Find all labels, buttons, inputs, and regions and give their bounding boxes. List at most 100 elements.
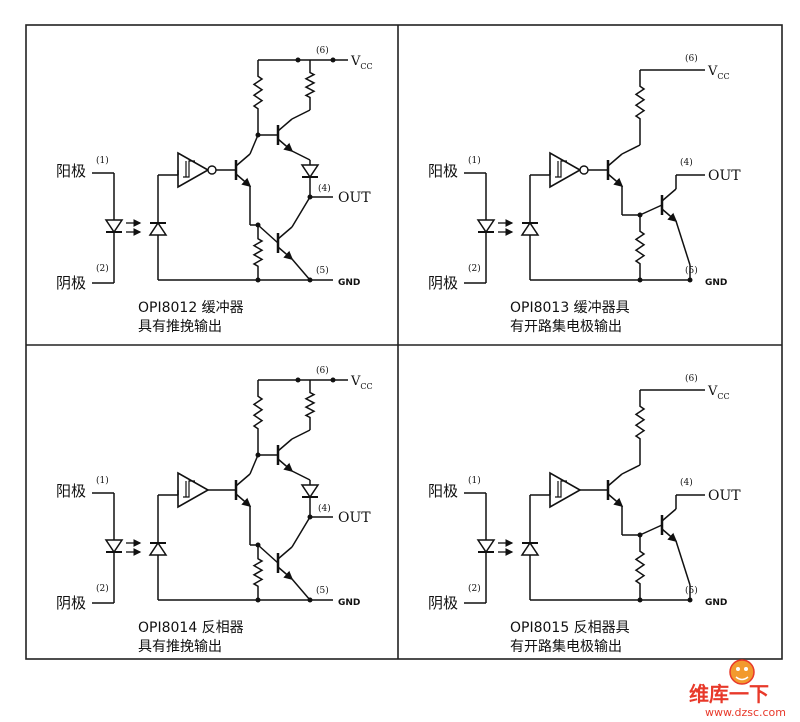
wire	[639, 524, 663, 536]
caption-description: 有开路集电极输出	[510, 318, 622, 335]
led-emitter-icon	[104, 539, 124, 554]
pin-1-label: (1)	[96, 475, 109, 486]
led-emitter-icon	[476, 219, 496, 234]
wire	[291, 578, 311, 601]
caption-model: OPI8012 缓冲器	[138, 300, 244, 316]
wire	[639, 204, 663, 216]
photodiode-icon	[520, 221, 540, 236]
output-diode	[300, 484, 320, 499]
wire	[291, 470, 311, 481]
resistor	[634, 215, 646, 280]
pin-5-label: (5)	[685, 585, 698, 596]
driver-transistor	[606, 153, 624, 187]
resistor	[634, 70, 646, 135]
resistor	[252, 60, 264, 125]
resistor	[304, 60, 316, 110]
watermark-logo: 维库一下 www.dzsc.com	[689, 659, 786, 719]
inverter-bubble	[207, 165, 217, 175]
pin-6-label: (6)	[316, 45, 329, 56]
junction-dot	[307, 597, 313, 603]
vcc-label: VCC	[707, 64, 730, 81]
pin-4-label: (4)	[318, 183, 331, 194]
pin-5-label: (5)	[685, 265, 698, 276]
wire	[249, 454, 259, 475]
pin-2-label: (2)	[96, 583, 109, 594]
schmitt-trigger-buffer	[177, 151, 210, 189]
wire	[291, 516, 311, 548]
vcc-label: VCC	[707, 384, 730, 401]
junction-dot	[307, 277, 313, 283]
output-transistor	[660, 508, 678, 542]
pin-2-label: (2)	[468, 263, 481, 274]
junction-dot	[637, 597, 643, 603]
junction-dot	[637, 277, 643, 283]
caption-model: OPI8013 缓冲器具	[510, 300, 630, 316]
output-transistor	[660, 188, 678, 222]
led-emitter-icon	[476, 539, 496, 554]
schmitt-trigger-buffer	[177, 471, 210, 509]
watermark-brand: 维库一下	[689, 682, 769, 706]
driver-transistor	[234, 473, 252, 507]
wire	[257, 224, 279, 244]
schmitt-trigger-buffer	[549, 151, 582, 189]
gnd-label: GND	[338, 598, 360, 608]
photodiode-icon	[520, 541, 540, 556]
junction-dot	[687, 597, 693, 603]
junction-dot	[295, 57, 301, 63]
led-emitter-icon	[104, 219, 124, 234]
wire	[621, 144, 641, 155]
wire	[291, 109, 311, 120]
pin-6-label: (6)	[685, 53, 698, 64]
pin-1-label: (1)	[96, 155, 109, 166]
resistor	[252, 545, 264, 600]
caption-description: 具有推挽输出	[138, 319, 222, 335]
output-transistor-upper	[276, 118, 294, 152]
schmitt-trigger-buffer	[549, 471, 582, 509]
output-transistor-lower	[276, 226, 294, 260]
vcc-label: VCC	[350, 54, 373, 71]
driver-transistor	[234, 153, 252, 187]
anode-label: 阳极	[428, 482, 458, 500]
anode-label: 阳极	[56, 482, 86, 500]
pin-4-label: (4)	[318, 503, 331, 514]
pin-5-label: (5)	[316, 265, 329, 276]
caption-description: 具有推挽输出	[138, 639, 222, 655]
anode-label: 阳极	[428, 162, 458, 180]
wire	[291, 258, 311, 281]
junction-dot	[687, 277, 693, 283]
wire	[249, 134, 259, 155]
anode-label: 阳极	[56, 162, 86, 180]
output-transistor-upper	[276, 438, 294, 472]
gnd-label: GND	[338, 278, 360, 288]
driver-transistor	[606, 473, 624, 507]
resistor	[304, 380, 316, 430]
junction-dot	[255, 277, 261, 283]
pin-5-label: (5)	[316, 585, 329, 596]
gnd-label: GND	[705, 598, 727, 608]
wire	[621, 464, 641, 475]
pin-2-label: (2)	[96, 263, 109, 274]
inverter-bubble	[579, 165, 589, 175]
pin-4-label: (4)	[680, 157, 693, 168]
wire	[675, 540, 691, 586]
junction-dot	[255, 597, 261, 603]
output-diode	[300, 164, 320, 179]
pin-6-label: (6)	[685, 373, 698, 384]
wire	[257, 544, 279, 564]
out-label: OUT	[708, 488, 741, 504]
caption-description: 有开路集电极输出	[510, 638, 622, 655]
out-label: OUT	[708, 168, 741, 184]
pin-2-label: (2)	[468, 583, 481, 594]
wire	[291, 429, 311, 440]
pin-1-label: (1)	[468, 155, 481, 166]
cathode-label: 阴极	[56, 594, 86, 612]
photodiode-icon	[148, 541, 168, 556]
wire	[675, 220, 691, 266]
resistor	[634, 390, 646, 455]
vcc-label: VCC	[350, 374, 373, 391]
